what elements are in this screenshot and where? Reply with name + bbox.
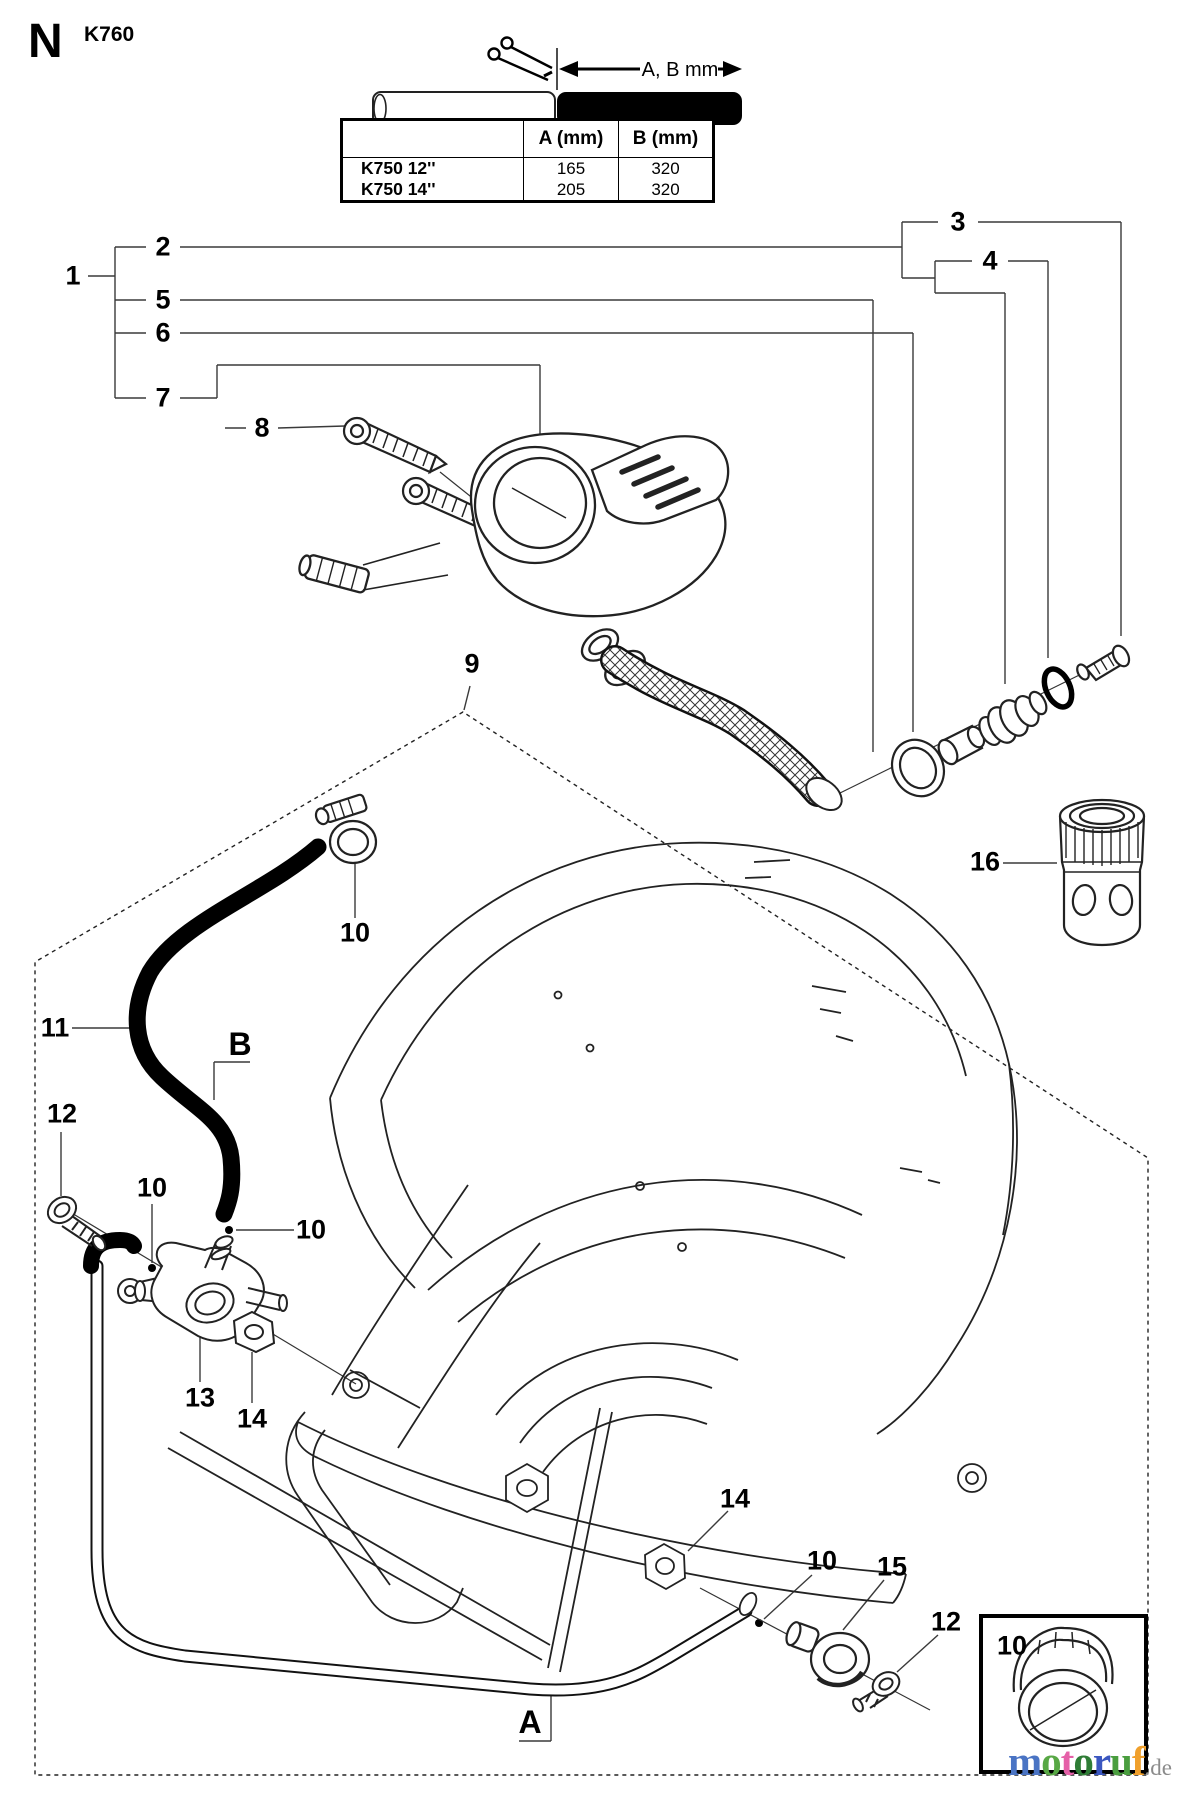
cut-length-diagram-art: A, B mm [372, 36, 742, 126]
size-table-cell-model: K750 12'' [361, 158, 436, 178]
inset-box-clamp [979, 1614, 1148, 1774]
callout-16: 16 [969, 846, 1001, 877]
callout-14-bottom: 14 [719, 1483, 751, 1514]
dashed-region-boundary [34, 711, 1149, 1776]
callout-2: 2 [155, 231, 171, 262]
scissors-icon [487, 36, 553, 82]
valve-13-art [117, 1235, 288, 1354]
callout-9: 9 [464, 648, 480, 679]
fitting-12-bottom-art [852, 1671, 901, 1713]
blade-guard-art [167, 841, 1018, 1673]
black-elbow-hose-art [83, 1231, 142, 1274]
watermark-letter: t [1060, 1738, 1075, 1784]
size-table-cell-a: 165 [523, 157, 619, 179]
watermark-suffix: .de [1144, 1755, 1172, 1780]
nut-14-bottom-art [644, 1542, 686, 1591]
callout-13: 13 [184, 1382, 216, 1413]
frame-nut-art [505, 1462, 549, 1514]
size-table-cell-a: 205 [523, 179, 619, 202]
callout-14-left: 14 [236, 1403, 268, 1434]
filter-screw-art [1076, 644, 1131, 682]
watermark-letter: m [1008, 1738, 1042, 1784]
hose-clamp-top-art [314, 793, 378, 865]
callout-4: 4 [982, 245, 998, 276]
braided-hose-art [600, 645, 843, 812]
watermark-letter: f [1131, 1738, 1146, 1784]
watermark-letter: o [1073, 1738, 1093, 1784]
callout-10-mid-left: 10 [136, 1172, 168, 1203]
size-table-header-a: A (mm) [523, 119, 619, 158]
water-tap-assembly-art [298, 432, 730, 687]
dimension-arrow [559, 61, 742, 77]
callout-3: 3 [950, 206, 966, 237]
callout-6: 6 [155, 317, 171, 348]
callout-10-inset: 10 [996, 1630, 1028, 1661]
connector-chain-art [890, 644, 1131, 798]
callout-10-valve: 10 [295, 1214, 327, 1245]
fitting-12-left-art [46, 1195, 107, 1252]
callout-12-bottom: 12 [930, 1606, 962, 1637]
leader-lines [60, 221, 1122, 1742]
callout-A: A [518, 1704, 542, 1740]
water-tube-a-art [90, 1259, 758, 1697]
size-table-header-b: B (mm) [618, 119, 714, 158]
callout-10-bottom: 10 [806, 1545, 838, 1576]
callout-11: 11 [40, 1012, 70, 1043]
callout-10-clamp-top: 10 [339, 917, 371, 948]
watermark: motoruf.de [1008, 1741, 1172, 1782]
callout-1: 1 [65, 260, 81, 291]
callout-B: B [228, 1026, 252, 1062]
model-label: K760 [84, 23, 135, 46]
watermark-word: motoruf [1008, 1738, 1146, 1784]
dimension-label: A, B mm [642, 59, 719, 81]
hose-coupler-16-art [1058, 798, 1146, 947]
watermark-letter: r [1092, 1738, 1111, 1784]
callout-7: 7 [155, 382, 171, 413]
size-table-cell-model: K750 14'' [361, 179, 436, 199]
measured-hose-segment [557, 92, 742, 125]
watermark-letter: o [1041, 1738, 1061, 1784]
size-table-header-model [341, 119, 524, 158]
size-table-cell-b: 320 [618, 157, 714, 179]
callout-8: 8 [254, 412, 270, 443]
callout-5: 5 [155, 284, 171, 315]
callout-12-left: 12 [46, 1098, 78, 1129]
o-ring-art [1041, 666, 1075, 710]
section-letter: N [28, 15, 63, 68]
watermark-letter: u [1110, 1738, 1133, 1784]
size-table-header-row: A (mm) B (mm) [341, 119, 714, 158]
black-hose-11-art [128, 838, 327, 1223]
callout-15: 15 [876, 1551, 908, 1582]
fitting-15-art [785, 1621, 871, 1688]
size-table-cell-b: 320 [618, 179, 714, 202]
